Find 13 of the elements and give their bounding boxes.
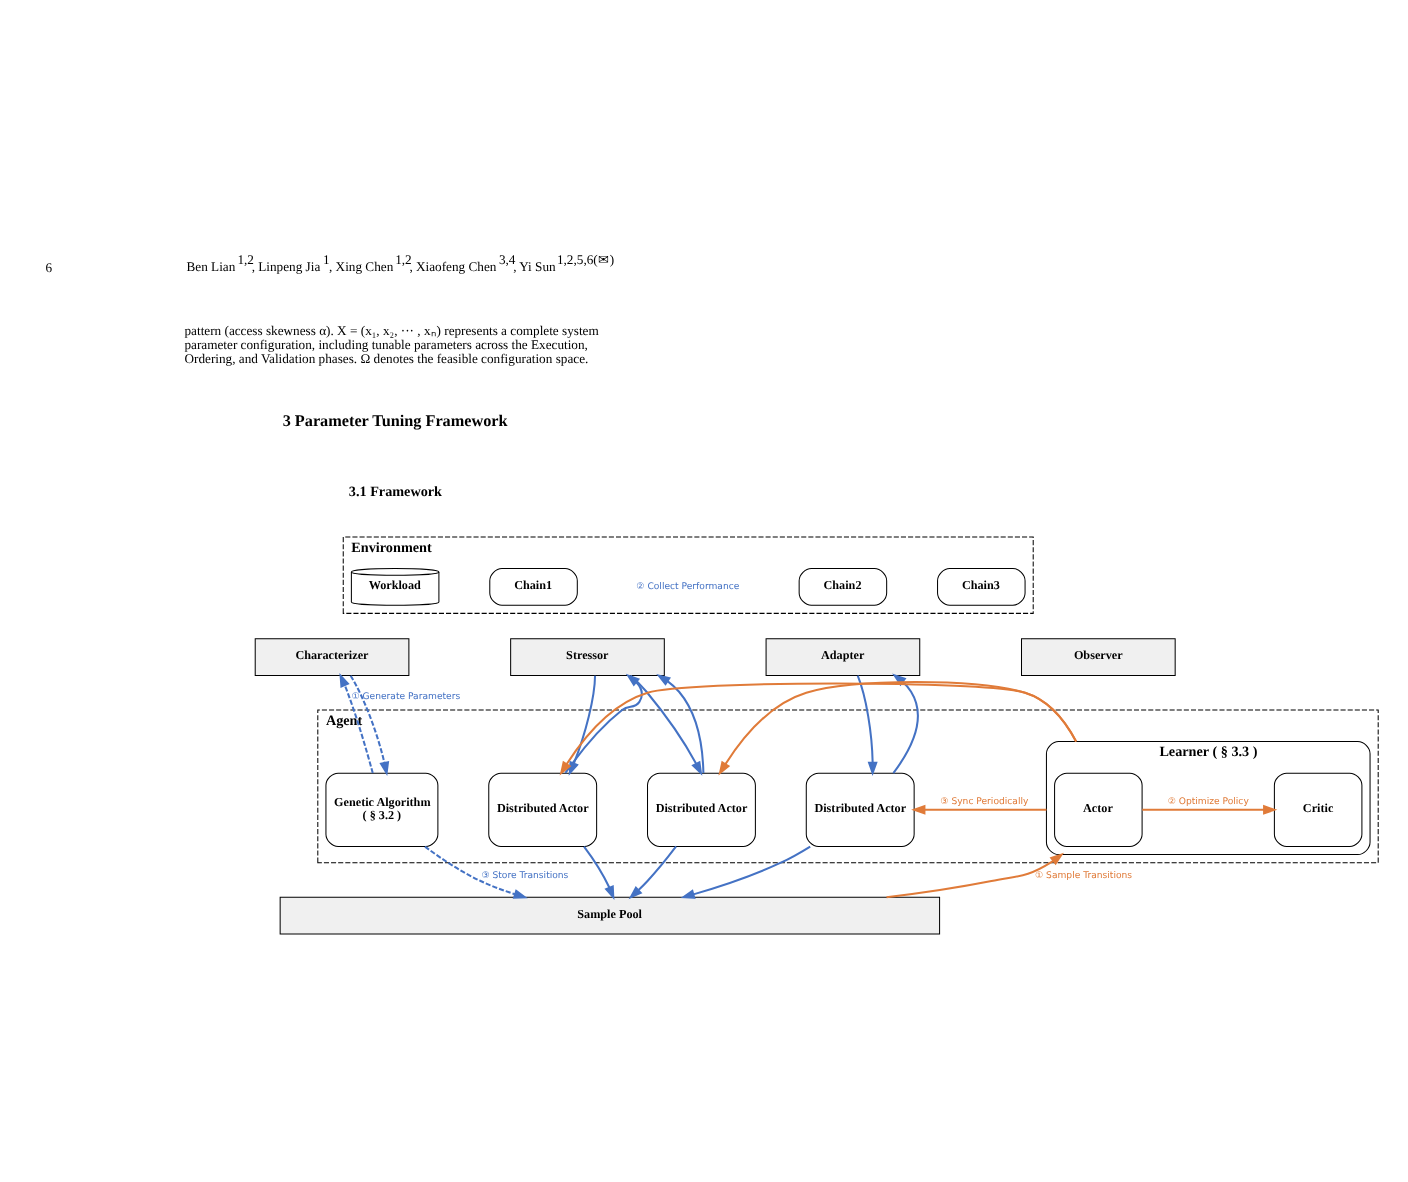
arrow xyxy=(680,844,811,898)
arrow xyxy=(349,674,390,776)
arrow xyxy=(630,673,703,775)
arrow xyxy=(886,851,1064,898)
arrow xyxy=(718,680,1077,775)
arrow xyxy=(424,844,528,898)
arrow xyxy=(656,672,705,773)
label: 3 Parameter Tuning Framework xyxy=(282,410,508,429)
arrow xyxy=(1142,803,1278,814)
arrow xyxy=(856,674,878,776)
arrow xyxy=(339,671,374,773)
arrow xyxy=(583,844,615,900)
arrow xyxy=(911,803,1047,814)
